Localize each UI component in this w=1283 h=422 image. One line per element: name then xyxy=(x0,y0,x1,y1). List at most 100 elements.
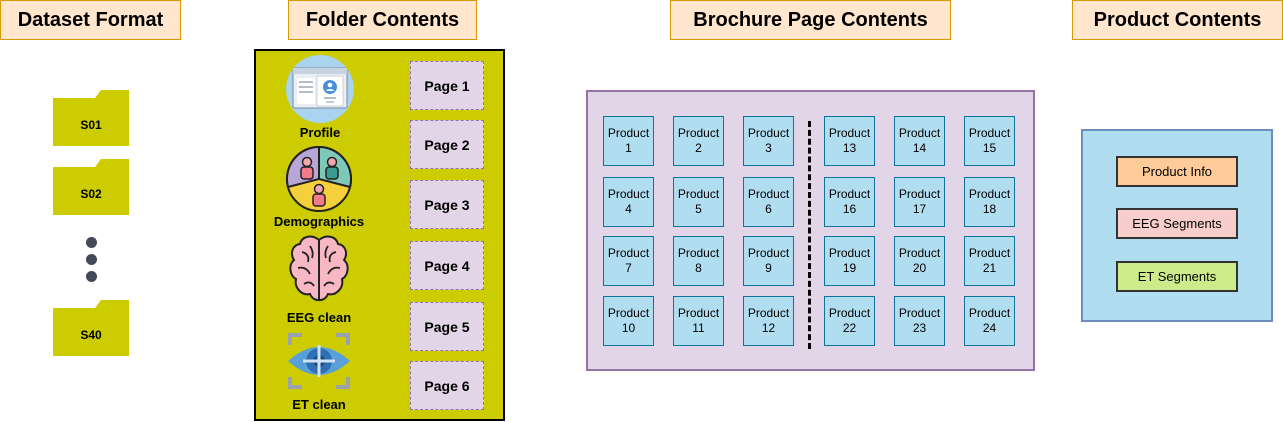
demographics-label: Demographics xyxy=(273,214,365,229)
product-word: Product xyxy=(677,306,720,320)
product-number: 8 xyxy=(695,261,702,275)
product-word: Product xyxy=(747,246,790,260)
product-number: 10 xyxy=(621,321,636,335)
product-word: Product xyxy=(828,126,871,140)
product-word: Product xyxy=(607,126,650,140)
product-number: 13 xyxy=(842,141,857,155)
product-number: 24 xyxy=(982,321,997,335)
product-word: Product xyxy=(968,246,1011,260)
folder-icon: S40 xyxy=(53,300,129,356)
page-box: Page 2 xyxy=(410,120,484,169)
product-number: 23 xyxy=(912,321,927,335)
product-word: Product xyxy=(828,246,871,260)
product-number: 21 xyxy=(982,261,997,275)
header-brochure-page-contents: Brochure Page Contents xyxy=(670,0,951,40)
ellipsis-dot xyxy=(86,237,97,248)
product-word: Product xyxy=(747,187,790,201)
product-word: Product xyxy=(747,306,790,320)
product-word: Product xyxy=(968,187,1011,201)
product-number: 6 xyxy=(765,202,772,216)
folder-label: S40 xyxy=(80,328,102,342)
eeg-segments-box: EEG Segments xyxy=(1116,208,1238,239)
product-word: Product xyxy=(898,306,941,320)
product-word: Product xyxy=(607,246,650,260)
product-word: Product xyxy=(828,187,871,201)
demographics-icon xyxy=(285,145,353,213)
product-number: 4 xyxy=(625,202,632,216)
product-number: 5 xyxy=(695,202,702,216)
ellipsis-dot xyxy=(86,254,97,265)
product-number: 2 xyxy=(695,141,702,155)
product-number: 16 xyxy=(842,202,857,216)
page-box: Page 3 xyxy=(410,180,484,229)
product-word: Product xyxy=(968,306,1011,320)
et-clean-label: ET clean xyxy=(292,397,346,412)
product-word: Product xyxy=(898,246,941,260)
profile-icon xyxy=(285,54,355,124)
product-number: 19 xyxy=(842,261,857,275)
product-number: 15 xyxy=(982,141,997,155)
product-word: Product xyxy=(607,306,650,320)
folder-icon: S01 xyxy=(53,90,129,146)
ellipsis-dot xyxy=(86,271,97,282)
product-word: Product xyxy=(677,187,720,201)
header-product-contents: Product Contents xyxy=(1072,0,1283,40)
page-box: Page 1 xyxy=(410,61,484,110)
product-number: 1 xyxy=(625,141,632,155)
product-word: Product xyxy=(677,126,720,140)
eye-tracking-icon xyxy=(286,331,352,391)
folder-label: S01 xyxy=(80,118,102,132)
product-number: 22 xyxy=(842,321,857,335)
product-number: 9 xyxy=(765,261,772,275)
product-word: Product xyxy=(898,126,941,140)
page-divider xyxy=(808,121,811,349)
product-number: 14 xyxy=(912,141,927,155)
et-segments-box: ET Segments xyxy=(1116,261,1238,292)
product-word: Product xyxy=(607,187,650,201)
product-number: 3 xyxy=(765,141,772,155)
product-word: Product xyxy=(898,187,941,201)
product-number: 11 xyxy=(692,321,705,335)
product-number: 20 xyxy=(912,261,927,275)
product-word: Product xyxy=(968,126,1011,140)
product-word: Product xyxy=(747,126,790,140)
product-info-box: Product Info xyxy=(1116,156,1238,187)
page-box: Page 5 xyxy=(410,302,484,351)
page-box: Page 6 xyxy=(410,361,484,410)
folder-label: S02 xyxy=(80,187,102,201)
header-folder-contents: Folder Contents xyxy=(288,0,477,40)
profile-label: Profile xyxy=(299,125,341,140)
folder-icon: S02 xyxy=(53,159,129,215)
brain-icon xyxy=(288,234,350,304)
product-number: 12 xyxy=(761,321,776,335)
header-dataset-format: Dataset Format xyxy=(0,0,181,40)
eeg-clean-label: EEG clean xyxy=(286,310,352,325)
product-number: 18 xyxy=(982,202,997,216)
product-word: Product xyxy=(828,306,871,320)
product-word: Product xyxy=(677,246,720,260)
